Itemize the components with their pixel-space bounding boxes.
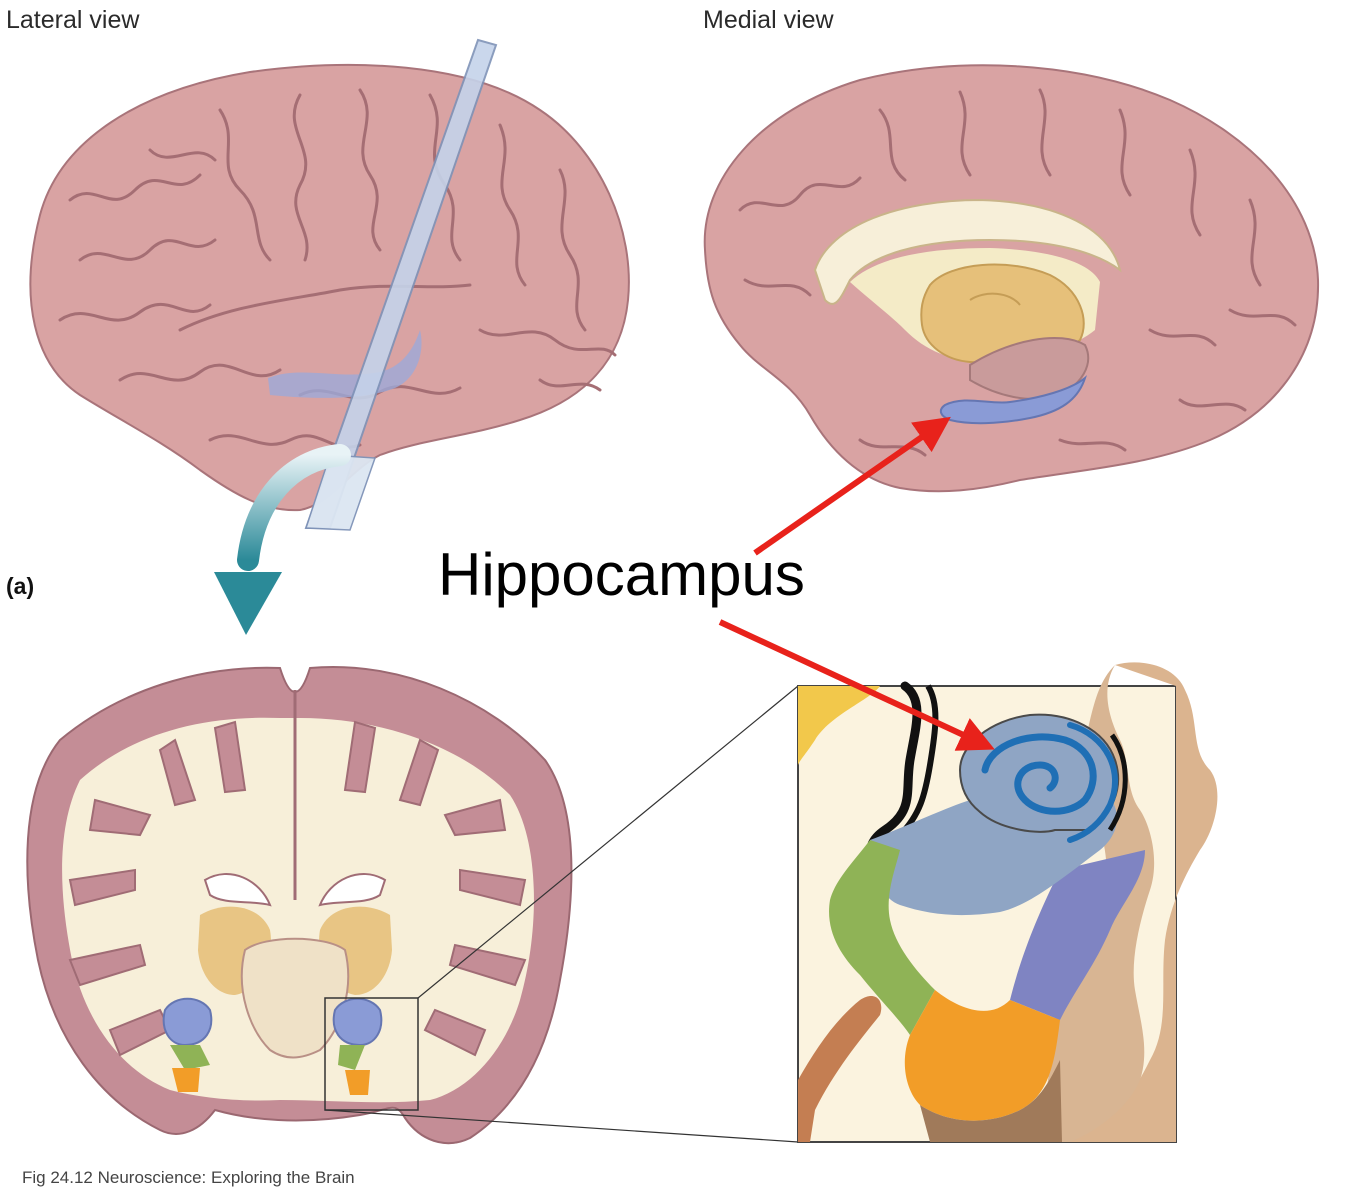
magnification-callout [324,685,799,1143]
hippocampus-pointer-arrows [718,416,995,751]
hippocampus-inset [797,662,1218,1143]
coronal-section [26,666,573,1145]
figure-caption: Fig 24.12 Neuroscience: Exploring the Br… [22,1168,355,1187]
lateral-brain [29,38,630,531]
lateral-view-label: Lateral view [6,6,140,34]
medial-brain [703,64,1320,493]
panel-label: (a) [6,573,35,599]
hippocampus-callout-label: Hippocampus [438,541,805,608]
section-transfer-arrow [214,444,351,635]
medial-view-label: Medial view [703,6,834,34]
